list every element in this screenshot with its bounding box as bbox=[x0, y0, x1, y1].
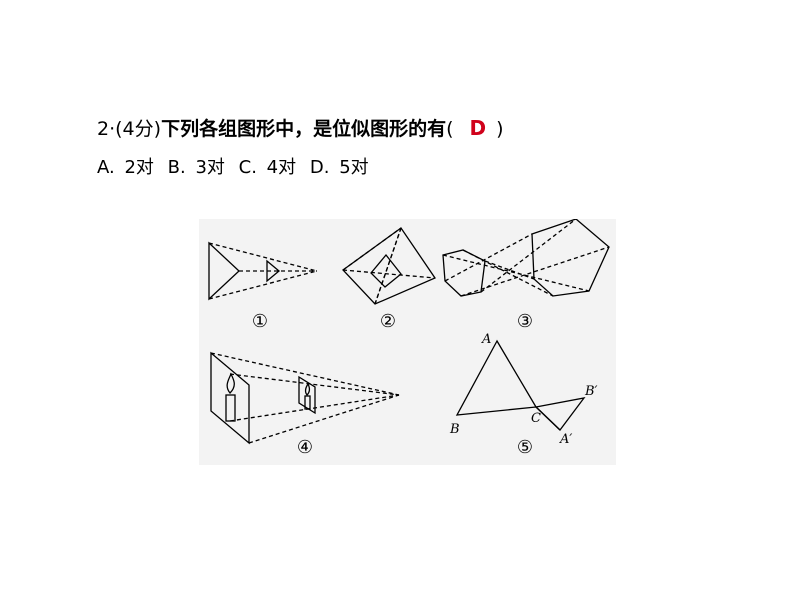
point-b-prime-label: B′ bbox=[584, 384, 598, 399]
close-paren: ) bbox=[496, 118, 504, 140]
option-a: A. 2对 bbox=[97, 157, 158, 178]
option-d-text: 5对 bbox=[339, 157, 369, 178]
question-stem-bold: 下列各组图 bbox=[161, 118, 257, 140]
option-c-text: 4对 bbox=[266, 157, 297, 178]
figure-label-2: ② bbox=[380, 311, 396, 332]
question-dot: · bbox=[109, 118, 116, 140]
option-c-label: C. bbox=[238, 157, 257, 178]
point-a-prime-label: A′ bbox=[559, 432, 572, 447]
question-number: 2 bbox=[97, 118, 110, 140]
option-b-label: B. bbox=[167, 157, 186, 178]
figure-3-pentagons bbox=[442, 219, 610, 297]
option-c: C. 4对 bbox=[239, 157, 300, 178]
option-b: B. 3对 bbox=[168, 157, 229, 178]
figure-4-candle bbox=[210, 351, 400, 445]
question-score: (4分) bbox=[115, 118, 162, 140]
point-a-label: A bbox=[481, 332, 491, 347]
question-stem: 形中，是位似图形的有 bbox=[256, 118, 447, 140]
figures-svg: ① ② ③ ④ ⑤ A B C B′ A′ bbox=[208, 219, 610, 458]
point-b-label: B bbox=[449, 422, 460, 437]
options-line: A. 2对 B. 3对 C. 4对 D. 5对 bbox=[97, 155, 377, 181]
option-a-text: 2对 bbox=[124, 157, 154, 178]
figure-panel: ① ② ③ ④ ⑤ A B C B′ A′ bbox=[199, 219, 616, 465]
point-c-label: C bbox=[531, 411, 541, 426]
figure-label-3: ③ bbox=[517, 311, 533, 332]
figure-2-quadrilaterals bbox=[342, 227, 436, 305]
question-line: 2·(4分)下列各组图形中，是位似图形的有( D) bbox=[97, 114, 504, 143]
answer-letter: D bbox=[469, 116, 487, 140]
figure-1-triangles bbox=[208, 241, 318, 301]
figure-5-triangles bbox=[455, 339, 586, 431]
option-d-label: D. bbox=[309, 157, 330, 178]
option-d: D. 5对 bbox=[310, 157, 373, 178]
open-paren: ( bbox=[446, 118, 454, 140]
figure-label-1: ① bbox=[252, 311, 268, 332]
figure-label-4: ④ bbox=[297, 437, 313, 458]
option-b-text: 3对 bbox=[195, 157, 225, 178]
option-a-label: A. bbox=[97, 157, 115, 178]
figure-label-5: ⑤ bbox=[517, 437, 533, 458]
